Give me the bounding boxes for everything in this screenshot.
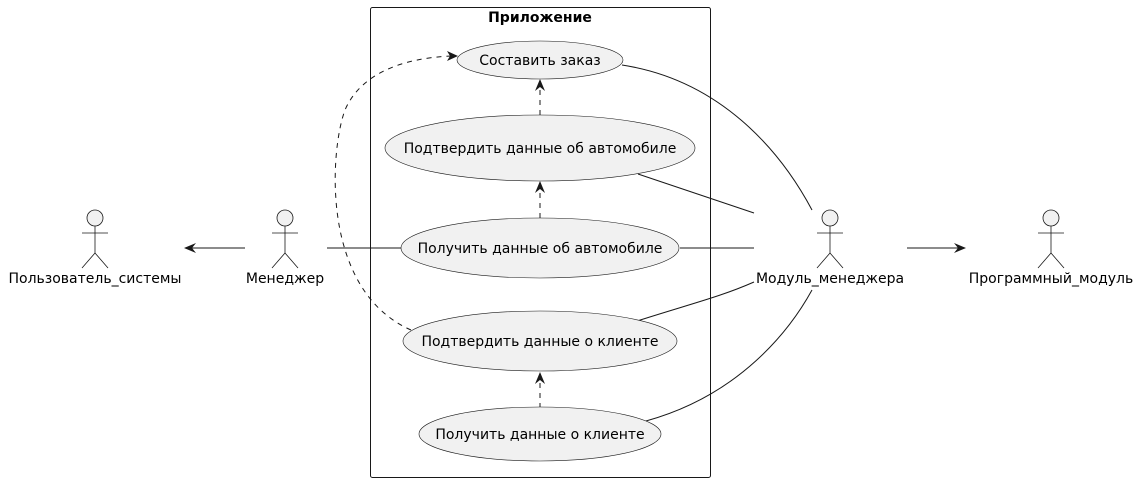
usecase-confirm-client: Подтвердить данные о клиенте [402,310,678,372]
dep-confirm-client-to-order [334,55,453,331]
arrow-confirm-car-to-order [535,79,545,91]
usecase-make-order: Составить заказ [456,40,624,80]
system-boundary: Приложение [370,7,711,478]
arrow-get-car-to-confirm-car [535,181,545,193]
boundary-title: Приложение [488,10,592,26]
assoc-module-make-order [621,64,813,211]
usecase-get-client: Получить данные о клиенте [418,406,662,462]
assoc-module-confirm-client [633,281,755,323]
usecase-label-get-car: Получить данные об автомобиле [418,241,663,257]
usecase-label-make-order: Составить заказ [479,53,600,69]
assoc-module-confirm-car [637,173,755,214]
actor-label-program-module: Программный_модуль [969,271,1134,287]
assoc-module-get-client [645,289,813,422]
usecase-label-confirm-client: Подтвердить данные о клиенте [421,334,658,350]
arrow-to-make-order [447,51,458,61]
actor-figure-icon [81,209,109,269]
actor-manager: Менеджер [246,209,324,287]
actor-user: Пользователь_системы [9,209,182,287]
actor-figure-icon [271,209,299,269]
actor-manager-module: Модуль_менеджера [756,209,904,287]
actor-label-user: Пользователь_системы [9,271,182,287]
usecase-label-get-client: Получить данные о клиенте [435,427,644,443]
usecase-label-confirm-car: Подтвердить данные об автомобиле [404,141,677,157]
actor-program-module: Программный_модуль [969,209,1134,287]
actor-label-manager: Менеджер [246,271,324,287]
actor-label-manager-module: Модуль_менеджера [756,271,904,287]
actor-figure-icon [816,209,844,269]
connections [184,51,966,422]
usecase-confirm-car: Подтвердить данные об автомобиле [384,114,696,182]
arrow-to-program-module [954,243,966,253]
arrow-to-user [184,243,196,253]
arrow-get-client-to-confirm-client [535,372,545,384]
actor-figure-icon [1037,209,1065,269]
usecase-get-car: Получить данные об автомобиле [400,217,680,279]
